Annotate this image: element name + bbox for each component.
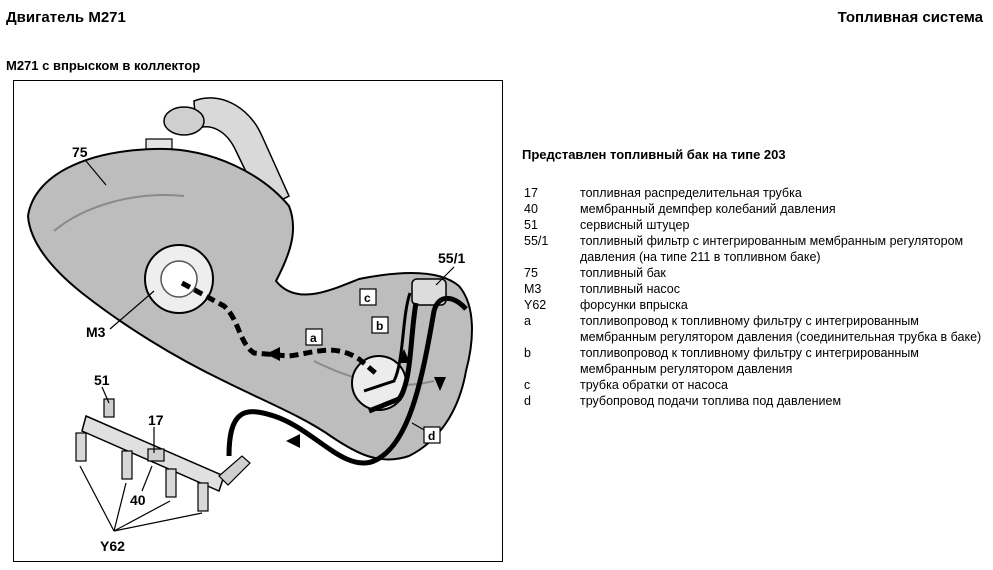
fuel-rail-assembly — [75, 398, 251, 512]
legend-text: сервисный штуцер — [580, 218, 690, 232]
callout-box-c — [359, 288, 377, 306]
diagram-subtitle: M271 с впрыском в коллектор — [6, 58, 201, 73]
legend-text: топливный бак — [580, 266, 666, 280]
legend-key: b — [524, 346, 531, 360]
legend-item: a топливопровод к топливному фильтру с ин… — [524, 313, 984, 345]
legend-item: 75 топливный бак — [524, 265, 984, 281]
label-c: c — [364, 291, 371, 305]
legend-key: c — [524, 378, 531, 392]
return-line-c — [363, 292, 412, 393]
legend-text: форсунки впрыска — [580, 298, 688, 312]
legend-item: c трубка обратки от насоса — [524, 377, 984, 393]
legend-text: трубка обратки от насоса — [580, 378, 728, 392]
legend-list: 17 топливная распределительная трубка 40 м… — [524, 185, 984, 409]
label-51: 51 — [94, 372, 110, 388]
legend-text: топливопровод к топливному фильтру с инт… — [580, 314, 982, 344]
fuel-line-b — [368, 302, 419, 414]
header-section-title: Топливная система — [837, 9, 983, 26]
leader-lines — [79, 160, 455, 532]
legend-item: 51 сервисный штуцер — [524, 217, 984, 233]
label-d: d — [428, 429, 435, 443]
legend-key: 17 — [524, 186, 538, 200]
legend-key: a — [524, 314, 531, 328]
legend-key: 55/1 — [524, 234, 549, 248]
legend-key: Y62 — [524, 298, 547, 312]
legend-text: топливная распределительная трубка — [580, 186, 802, 200]
label-m3: M3 — [86, 324, 106, 340]
legend-key: d — [524, 394, 531, 408]
label-b: b — [376, 319, 383, 333]
label-y62: Y62 — [100, 538, 125, 554]
callout-box-d — [423, 426, 441, 444]
legend-key: 51 — [524, 218, 538, 232]
legend-key: 75 — [524, 266, 538, 280]
fuel-filter-55-1 — [411, 278, 447, 306]
fuel-system-illustration: 75 M3 51 17 40 Y62 55/1 c b a d — [26, 97, 473, 554]
legend-text: топливопровод к топливному фильтру с инт… — [580, 346, 919, 376]
callout-box-b — [371, 316, 389, 334]
legend-key: 40 — [524, 202, 538, 216]
legend-text: трубопровод подачи топлива под давлением — [580, 394, 842, 408]
header-engine-title: Двигатель M271 — [6, 9, 126, 26]
legend-text: топливный фильтр с интегрированным мембр… — [580, 234, 964, 264]
legend-item: 17 топливная распределительная трубка — [524, 185, 984, 201]
legend-key: M3 — [524, 282, 542, 296]
fuel-pump-m3 — [144, 244, 214, 314]
legend-item: b топливопровод к топливному фильтру с ин… — [524, 345, 984, 377]
legend-item: 55/1 топливный фильтр с интегрированным м… — [524, 233, 984, 265]
legend-item: d трубопровод подачи топлива под давление… — [524, 393, 984, 409]
legend-title: Представлен топливный бак на типе 203 — [522, 147, 786, 162]
label-a: a — [310, 331, 317, 345]
label-75: 75 — [72, 144, 88, 160]
flow-arrows — [266, 347, 446, 448]
legend-text: мембранный демпфер колебаний давления — [580, 202, 836, 216]
pressure-line-d — [226, 295, 468, 466]
fuel-line-a — [180, 280, 381, 378]
legend-item: 40 мембранный демпфер колебаний давления — [524, 201, 984, 217]
label-17: 17 — [148, 412, 164, 428]
callout-box-a — [305, 328, 323, 346]
legend-text: топливный насос — [580, 282, 681, 296]
diagram-frame: 75 M3 51 17 40 Y62 55/1 c b a d — [13, 80, 503, 562]
legend-item: M3 топливный насос — [524, 281, 984, 297]
legend-item: Y62 форсунки впрыска — [524, 297, 984, 313]
label-40: 40 — [130, 492, 146, 508]
label-55-1: 55/1 — [438, 250, 465, 266]
